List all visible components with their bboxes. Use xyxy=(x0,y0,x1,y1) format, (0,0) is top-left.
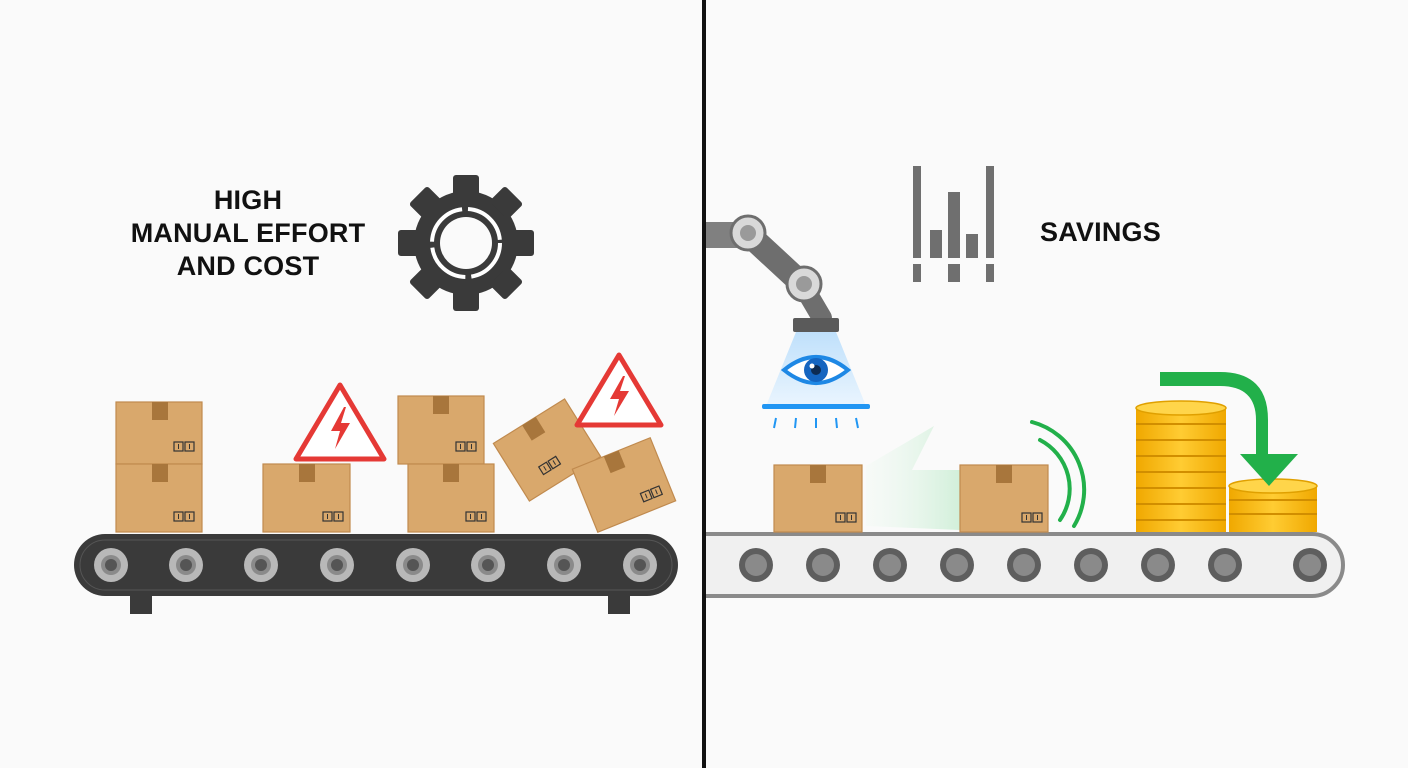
roller xyxy=(471,548,505,582)
roller xyxy=(623,548,657,582)
cardboard-box xyxy=(262,463,351,533)
cardboard-box xyxy=(115,401,203,465)
roller xyxy=(396,548,430,582)
eye-icon xyxy=(780,355,852,385)
left-label: HIGH MANUAL EFFORT AND COST xyxy=(128,184,368,283)
roller xyxy=(739,548,773,582)
warning-icon xyxy=(574,352,664,428)
savings-label: SAVINGS xyxy=(1040,217,1161,247)
robot-arm-icon xyxy=(706,214,839,332)
cardboard-box xyxy=(773,464,863,533)
roller xyxy=(873,548,907,582)
warning-icon xyxy=(293,382,387,462)
coin-stack-icon xyxy=(1135,400,1227,532)
coin-stack-icon xyxy=(1228,478,1318,532)
roller xyxy=(320,548,354,582)
roller xyxy=(244,548,278,582)
label-line: HIGH xyxy=(213,185,283,215)
tilted-box xyxy=(492,398,602,502)
roller xyxy=(547,548,581,582)
divider xyxy=(702,0,706,768)
roller xyxy=(169,548,203,582)
bar-chart-icon xyxy=(913,166,994,282)
down-arrow-icon xyxy=(1160,372,1298,486)
roller xyxy=(1208,548,1242,582)
tilted-box xyxy=(571,436,677,534)
light-conveyor xyxy=(706,532,1345,598)
gear-icon xyxy=(398,175,534,311)
cardboard-box xyxy=(115,463,203,533)
roller xyxy=(806,548,840,582)
roller xyxy=(1141,548,1175,582)
label-line: AND COST xyxy=(176,251,320,281)
roller xyxy=(94,548,128,582)
roller xyxy=(1074,548,1108,582)
cardboard-box xyxy=(407,463,495,533)
cardboard-box xyxy=(397,395,485,465)
roller xyxy=(940,548,974,582)
label-line: MANUAL EFFORT xyxy=(130,218,366,248)
signal-icon xyxy=(1030,420,1087,528)
dark-conveyor xyxy=(74,534,678,614)
roller xyxy=(1293,548,1327,582)
cardboard-box xyxy=(959,464,1049,533)
roller xyxy=(1007,548,1041,582)
scan-trail xyxy=(866,426,960,530)
